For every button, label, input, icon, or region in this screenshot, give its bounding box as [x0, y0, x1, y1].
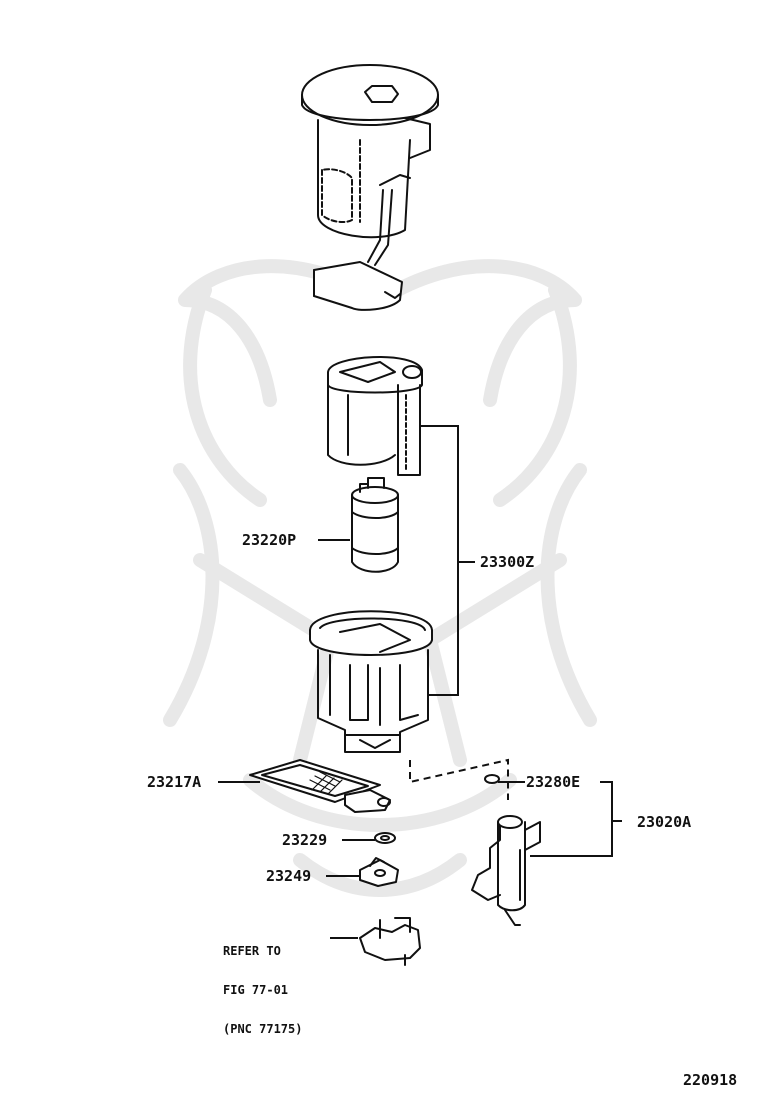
fuel-filter-upper-case [327, 356, 423, 476]
pressure-regulator-assembly [471, 774, 541, 926]
bracket-part [359, 917, 421, 966]
refer-note-line-3: (PNC 77175) [223, 1022, 303, 1036]
washer [374, 832, 396, 844]
part-label-23020A: 23020A [637, 813, 692, 831]
part-label-23229: 23229 [282, 831, 328, 849]
part-label-23280E: 23280E [526, 773, 581, 791]
fuel-filter-lower-case [309, 610, 433, 753]
refer-note-line-1: REFER TO [223, 944, 281, 958]
refer-note-line-2: FIG 77-01 [223, 983, 289, 997]
part-label-23300Z: 23300Z [480, 553, 535, 571]
clip [359, 857, 399, 887]
suction-filter [249, 759, 391, 813]
part-label-23220P: 23220P [242, 531, 297, 549]
fuel-sender-gauge-assembly [301, 64, 439, 311]
figure-code: 220918 [683, 1071, 738, 1089]
leader-lines [218, 425, 622, 939]
part-label-23217A: 23217A [147, 773, 202, 791]
part-label-23249: 23249 [266, 867, 312, 885]
fuel-pump [351, 477, 399, 573]
samurai-helmet-watermark-icon [163, 259, 597, 897]
refer-note: REFER TO FIG 77-01 (PNC 77175) [223, 919, 302, 1049]
